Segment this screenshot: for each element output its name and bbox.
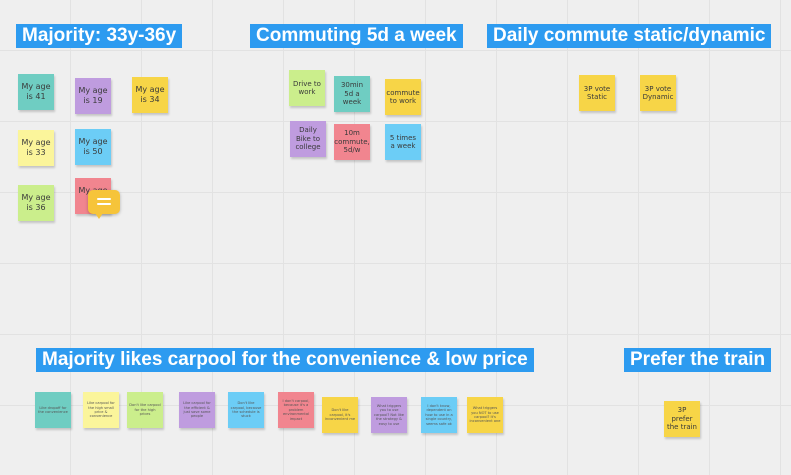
sticky-text: 10m commute, 5d/w <box>334 129 370 155</box>
sticky-text: Don't like carpool for the high prices <box>129 403 161 417</box>
sticky-text: My age is 41 <box>21 82 51 101</box>
sticky-text: Don't like carpool, because the schedule… <box>230 401 262 419</box>
sticky-note[interactable]: Daily Bike to college <box>290 121 326 157</box>
sticky-note[interactable]: Like carpool for the efficient & just sa… <box>179 392 215 428</box>
sticky-note[interactable]: 5 times a week <box>385 124 421 160</box>
sticky-text: My age is 34 <box>135 85 165 104</box>
comment-icon[interactable] <box>88 190 120 219</box>
sticky-note[interactable]: I don't know, dependent on how to use in… <box>421 397 457 433</box>
sticky-note[interactable]: Don't like carpool, it's inconvenient me <box>322 397 358 433</box>
sticky-note[interactable]: My age is 50 <box>75 129 111 165</box>
title-commuting[interactable]: Commuting 5d a week <box>250 24 463 48</box>
sticky-text: 3P vote Static <box>583 84 611 101</box>
sticky-text: Like dropoff for the convenience <box>38 405 68 414</box>
title-majority-age[interactable]: Majority: 33y-36y <box>16 24 183 48</box>
sticky-text: I don't carpool, because it's a problem … <box>282 398 310 421</box>
sticky-note[interactable]: My age is 19 <box>75 78 111 114</box>
sticky-note[interactable]: My age is 33 <box>18 130 54 166</box>
sticky-text: What triggers you to use carpool? Not li… <box>374 403 404 426</box>
sticky-note[interactable]: commute to work <box>385 79 421 115</box>
sticky-note[interactable]: 30min 5d a week <box>334 76 370 112</box>
sticky-note[interactable]: What triggers you to use carpool? Not li… <box>371 397 407 433</box>
sticky-note[interactable]: 10m commute, 5d/w <box>334 124 370 160</box>
sticky-text: My age is 33 <box>21 138 51 157</box>
sticky-note[interactable]: Don't like carpool for the high prices <box>127 392 163 428</box>
sticky-text: Daily Bike to college <box>295 126 321 152</box>
sticky-text: Like carpool for the efficient & just sa… <box>183 401 211 419</box>
sticky-note[interactable]: Don't like carpool, because the schedule… <box>228 392 264 428</box>
sticky-note[interactable]: My age is 36 <box>18 185 54 221</box>
sticky-text: My age is 50 <box>78 137 108 156</box>
sticky-note[interactable]: What triggers you NOT to use carpool? It… <box>467 397 503 433</box>
sticky-text: What triggers you NOT to use carpool? It… <box>469 406 501 424</box>
sticky-text: 30min 5d a week <box>340 81 364 107</box>
sticky-note[interactable]: My age is 34 <box>132 77 168 113</box>
title-daily-commute[interactable]: Daily commute static/dynamic <box>487 24 772 48</box>
sticky-text: 5 times a week <box>389 133 417 150</box>
sticky-text: Drive to work <box>293 79 321 96</box>
sticky-text: commute to work <box>386 88 420 105</box>
sticky-text: 3P prefer the train <box>666 406 697 432</box>
sticky-note[interactable]: Like dropoff for the convenience <box>35 392 71 428</box>
sticky-note[interactable]: 3P vote Dynamic <box>640 75 676 111</box>
sticky-note[interactable]: 3P prefer the train <box>664 401 700 437</box>
sticky-note[interactable]: Like carpool for the high small price & … <box>83 392 119 428</box>
sticky-note[interactable]: My age is 41 <box>18 74 54 110</box>
sticky-note[interactable]: 3P vote Static <box>579 75 615 111</box>
sticky-text: I don't know, dependent on how to use in… <box>425 403 453 426</box>
sticky-text: My age is 36 <box>21 193 51 212</box>
sticky-note[interactable]: I don't carpool, because it's a problem … <box>278 392 314 428</box>
title-carpool[interactable]: Majority likes carpool for the convenien… <box>36 348 534 372</box>
sticky-text: 3P vote Dynamic <box>642 84 674 101</box>
sticky-text: My age is 19 <box>78 86 108 105</box>
sticky-text: Don't like carpool, it's inconvenient me <box>324 408 356 422</box>
sticky-text: Like carpool for the high small price & … <box>87 401 115 419</box>
title-prefer-train[interactable]: Prefer the train <box>624 348 772 372</box>
sticky-note[interactable]: Drive to work <box>289 70 325 106</box>
